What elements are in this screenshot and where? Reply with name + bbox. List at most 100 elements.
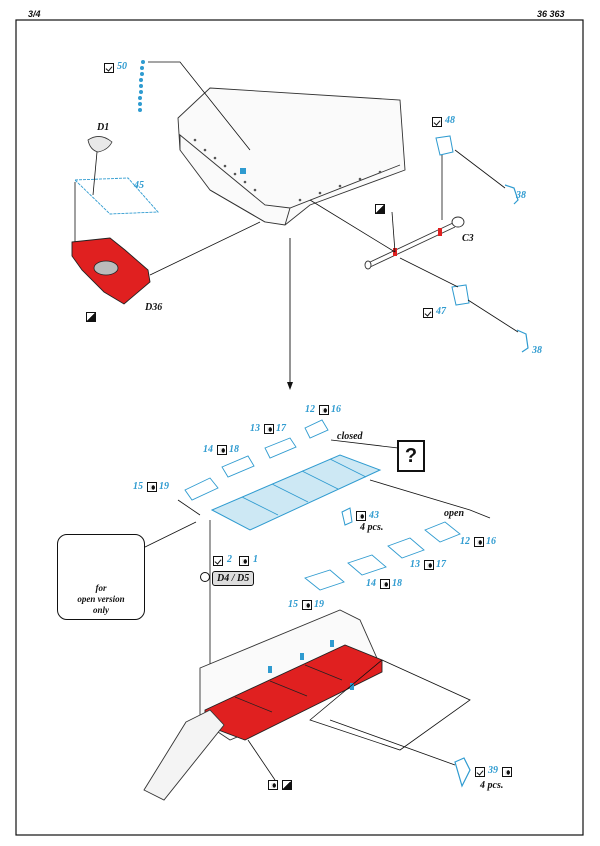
label-d36: D36 xyxy=(145,302,163,313)
moon-icon xyxy=(356,511,366,521)
label-14-top: 14 xyxy=(203,444,213,455)
clip-38a xyxy=(504,184,519,205)
d36-hole xyxy=(93,260,119,276)
moon-icon xyxy=(380,579,390,589)
red-cover-seams xyxy=(234,664,343,713)
check-icon xyxy=(432,117,442,127)
leader-rod xyxy=(309,199,396,253)
plate-12-16-open xyxy=(424,521,461,543)
moon-icon xyxy=(147,482,157,492)
ramp xyxy=(143,709,225,801)
plate-15-19-open xyxy=(304,569,345,591)
leader-half-icon xyxy=(391,211,396,253)
etched-cover-panel xyxy=(210,454,382,531)
hull-rivets xyxy=(193,138,382,202)
label-d1: D1 xyxy=(97,122,110,133)
label-15-open: 15 xyxy=(288,599,298,610)
bracket-47 xyxy=(451,284,470,306)
leader-15-19 xyxy=(177,499,201,516)
plate-15-19-top xyxy=(184,477,219,501)
leader-39 xyxy=(329,719,456,766)
label-39: 39 xyxy=(488,765,498,776)
label-13-open: 13 xyxy=(410,559,420,570)
label-4pcs-43: 4 pcs. xyxy=(360,522,384,533)
leader-d36 xyxy=(149,221,261,276)
label-18-open: 18 xyxy=(392,578,402,589)
check-icon xyxy=(213,556,223,566)
label-16-open: 16 xyxy=(486,536,496,547)
open-version-inset: for open version only xyxy=(57,534,145,620)
inset-text-3: only xyxy=(92,605,109,615)
label-17-open: 17 xyxy=(436,559,446,570)
question-box: ? xyxy=(397,440,425,472)
page-number: 3/4 xyxy=(28,9,41,19)
label-4pcs-39: 4 pcs. xyxy=(480,780,504,791)
upper-hull xyxy=(177,87,406,226)
inset-text-1: for xyxy=(95,583,107,593)
label-19-open: 19 xyxy=(314,599,324,610)
leader-d1 xyxy=(92,151,98,196)
label-closed: closed xyxy=(337,431,363,442)
moon-icon xyxy=(474,537,484,547)
plate-13-17-open xyxy=(387,537,425,559)
check-icon xyxy=(423,308,433,318)
label-19-top: 19 xyxy=(159,481,169,492)
leader-50 xyxy=(148,61,251,151)
label-14-open: 14 xyxy=(366,578,376,589)
half-etch-icon xyxy=(375,204,385,214)
label-50: 50 xyxy=(117,61,127,72)
leader-38b xyxy=(467,299,519,333)
moon-icon xyxy=(502,767,512,777)
moon-icon xyxy=(217,445,227,455)
part-d1 xyxy=(87,136,113,153)
label-15-top: 15 xyxy=(133,481,143,492)
leader-38a xyxy=(454,149,506,189)
label-12-open: 12 xyxy=(460,536,470,547)
chain-part-50 xyxy=(138,60,145,112)
label-43: 43 xyxy=(369,510,379,521)
label-open: open xyxy=(444,508,464,519)
lower-blue-tabs xyxy=(268,640,354,690)
label-c3: C3 xyxy=(462,233,474,244)
etch-part-45 xyxy=(73,177,159,215)
plate-14-18-open xyxy=(347,554,387,576)
half-etch-icon xyxy=(282,780,292,790)
leader-47 xyxy=(399,257,459,288)
moon-icon xyxy=(319,405,329,415)
moon-icon xyxy=(268,780,278,790)
bracket-48 xyxy=(435,135,454,156)
moon-icon xyxy=(264,424,274,434)
label-38-bottom: 38 xyxy=(532,345,542,356)
main-arrow-head xyxy=(287,382,293,390)
check-icon xyxy=(475,767,485,777)
open-panel-sheet xyxy=(309,659,471,751)
label-2: 2 xyxy=(227,554,232,565)
moon-icon xyxy=(302,600,312,610)
open-bracket xyxy=(369,479,491,519)
panel-seams xyxy=(241,458,367,516)
inset-text-2: open version xyxy=(77,594,125,604)
plate-12-16-top xyxy=(304,419,329,439)
label-38-top: 38 xyxy=(516,190,526,201)
clip-39 xyxy=(454,757,471,788)
label-13-top: 13 xyxy=(250,423,260,434)
label-16-top: 16 xyxy=(331,404,341,415)
label-d4-d5: D4 / D5 xyxy=(212,571,255,586)
kit-number: 36 363 xyxy=(537,9,565,19)
rod-red-band-2 xyxy=(438,228,442,236)
clip-38b xyxy=(516,329,529,353)
hull-blue-detail xyxy=(240,168,246,174)
page-border xyxy=(15,19,584,836)
glue-icon xyxy=(200,572,210,582)
label-17-top: 17 xyxy=(276,423,286,434)
label-45: 45 xyxy=(134,180,144,191)
check-icon xyxy=(104,63,114,73)
plate-13-17-top xyxy=(264,437,297,459)
moon-icon xyxy=(424,560,434,570)
label-18-top: 18 xyxy=(229,444,239,455)
label-48: 48 xyxy=(445,115,455,126)
leader-bottom-icons xyxy=(247,739,276,781)
hinge-43 xyxy=(341,507,353,526)
